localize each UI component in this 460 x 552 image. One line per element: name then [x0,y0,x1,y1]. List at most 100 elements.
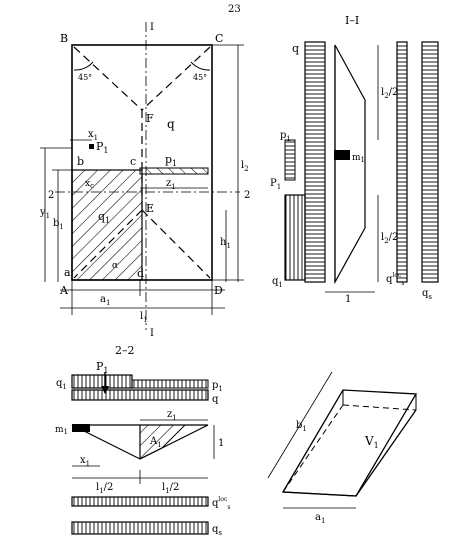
angle-arc-right [190,61,211,71]
prism-top-face [281,389,418,497]
point-d: d [137,267,144,280]
sec-2-label-A1-sub: 1 [157,441,161,449]
label-a1-main: a [100,294,106,305]
label-x1: x1 [88,129,98,142]
volume-prism: V1 b1 a1 [267,371,418,525]
label-q1-sub: 1 [105,216,110,225]
label-a1: a1 [100,294,110,307]
label-p1-sub: 1 [172,159,177,168]
sec-2-label-q: q [212,394,219,405]
yield-line-CF [141,46,211,111]
yield-line-ED [141,209,211,279]
label-z1-sub: 1 [171,183,175,191]
label-h1-sub: 1 [226,242,230,250]
label-b1-prism-main: b [296,420,302,431]
section-I-I: I–I q p1 P1 q1 m1 l2/2 l2/2 1 qlocs qs [270,14,439,305]
section-I-bottom: I [150,328,154,339]
label-h1-main: h [220,237,227,248]
label-q1-main: q [98,210,105,223]
label-P1-main: P [96,140,104,153]
sec-2-label-qs-loc-sub: s [227,504,230,511]
sec-I-label-q1-sub: 1 [278,281,282,289]
loaded-area-hatch [71,169,143,281]
label-b1-prism-sub: 1 [302,425,306,433]
load-q1-band [71,374,133,389]
point-F: F [146,112,154,125]
sec-I-label-qs-loc-sub: s [401,280,404,287]
sec-I-label-p1-sub: 1 [286,135,290,143]
sec-2-label-l1-right: l1/2 [162,482,179,495]
sec-I-label-p1: p1 [280,130,291,143]
load-q1-column [284,194,306,281]
label-p1: p1 [165,153,177,168]
load-p1-band [131,379,209,389]
label-V1: V1 [364,434,379,450]
label-p1-main: p [165,153,172,166]
sec-I-label-qs-loc-sup: loc [392,272,402,279]
sec-2-label-x1-sub: 1 [86,460,90,468]
point-load-P1-marker [89,144,94,149]
strip-load-p1 [139,167,209,175]
yield-line-EA [73,209,143,279]
sec-I-label-p1-main: p [280,130,286,141]
load-qs-loc-band [71,496,209,507]
sec-I-label-l2-bottom-main: l [381,232,384,243]
sec-2-label-x1: x1 [80,455,90,468]
load-qs-loc-column [396,41,408,283]
load-qs-band [71,521,209,535]
sec-I-label-l2-top-main: l [381,87,384,98]
point-E: E [146,202,154,215]
yield-line-BF [73,46,143,111]
section-I-I-title: I–I [345,14,359,27]
sec-2-label-qs-loc-main: q [212,498,219,509]
label-P1-sub: 1 [103,146,108,155]
sec-2-label-P1-main: P [96,360,104,373]
label-a1-prism: a1 [315,512,325,525]
section-2-left: 2 [48,190,54,201]
sec-2-label-l1-right-half: /2 [170,482,180,493]
prism-hidden-1 [342,404,417,411]
sec-I-label-qs-sub: s [428,293,432,301]
label-a1-prism-main: a [315,512,321,523]
sec-2-label-q1: q1 [56,378,67,391]
sec-I-label-qs-main: q [422,288,429,299]
sec-I-label-q: q [292,42,299,55]
label-x1-main: x [88,129,94,140]
sec-I-label-qs-loc: qlocs [386,272,404,287]
sec-2-label-p1-main: p [212,380,218,391]
dim-b1-prism [267,371,333,479]
section-2-2-title: 2–2 [115,344,135,357]
plan-view: B C A D F E b c a d 45° 45° q P1 x1 p1 z… [39,22,250,339]
label-l1-main: l [140,311,143,322]
angle-arc-left [73,61,94,71]
label-x1-sub: 1 [94,134,98,142]
sec-I-label-P1-sub: 1 [277,183,281,191]
sec-I-label-l2-bottom-sub: 2 [384,237,388,245]
label-alpha: α [112,261,118,271]
sec-I-label-l2-top-sub: 2 [384,92,388,100]
m1-block-2 [72,424,90,432]
sec-I-label-m1-sub: 1 [361,156,365,164]
sec-2-label-qs: qs [212,524,222,537]
load-label-q: q [167,117,175,131]
label-l2-sub: 2 [244,165,248,173]
point-a: a [64,266,71,279]
label-b1-prism: b1 [296,420,307,433]
sec-I-label-P1: P1 [270,178,281,191]
label-y1-main: y [39,207,46,218]
label-l2-main: l [241,160,244,171]
angle-label-right: 45° [193,73,207,82]
label-z1: z1 [166,178,176,191]
sec-I-label-l2-bottom-half: /2 [389,232,399,243]
sec-2-label-q1-sub: 1 [62,383,66,391]
sec-2-label-qs-loc-sup: loc [218,496,228,503]
sec-2-label-m1-sub: 1 [64,428,68,436]
sec-2-label-A1: A1 [149,436,162,449]
prism-hidden-2 [282,404,344,493]
prism-edge-c [355,409,417,497]
sec-2-label-l1-right-main: l [162,482,165,493]
sec-I-label-l2-top: l2/2 [381,87,398,100]
sec-I-label-qs-loc-main: q [386,274,393,285]
sec-I-label-q1: q1 [272,276,283,289]
